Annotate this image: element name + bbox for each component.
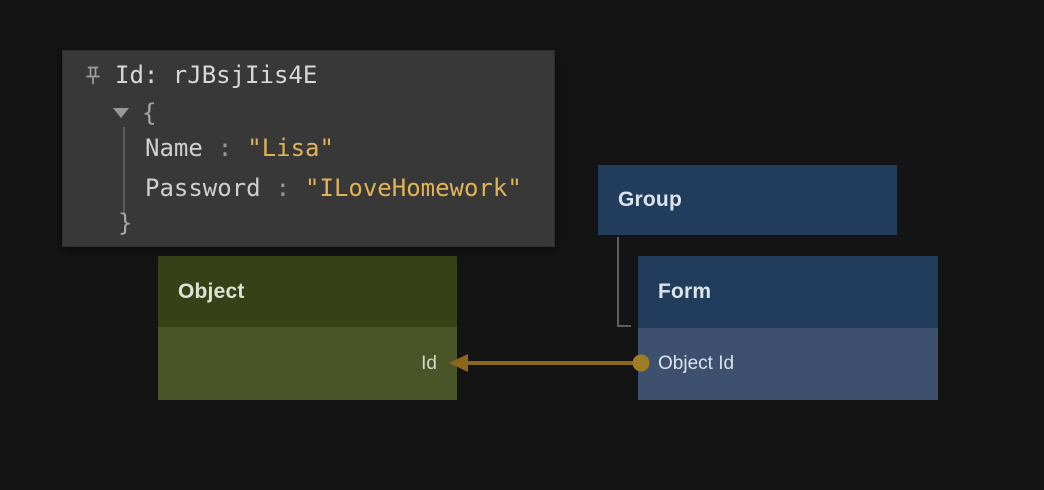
node-form[interactable]: Form Object Id: [638, 256, 938, 400]
field-label: Id: [421, 352, 437, 374]
tooltip-id-row: Id: rJBsjIis4E: [84, 60, 317, 90]
field-key: Password: [145, 174, 261, 202]
node-object-field-id[interactable]: Id: [158, 327, 457, 400]
field-label: Object Id: [658, 353, 735, 374]
tooltip-field-row: Password: "ILoveHomework": [145, 173, 522, 203]
tooltip-close-row: }: [118, 208, 132, 238]
pin-button[interactable]: [84, 65, 102, 85]
open-brace: {: [142, 99, 157, 127]
pushpin-icon: [86, 66, 100, 84]
node-object[interactable]: Object Id: [158, 256, 457, 400]
field-separator: :: [217, 134, 233, 162]
tooltip-open-row: {: [113, 98, 156, 128]
tooltip-field-row: Name: "Lisa": [145, 133, 334, 163]
node-object-header[interactable]: Object: [158, 256, 457, 327]
caret-down-icon[interactable]: [113, 108, 129, 118]
tree-indent-guide: [123, 127, 125, 213]
hierarchy-connector-line: [617, 237, 631, 327]
field-string-value: "Lisa": [247, 134, 334, 162]
node-group-header[interactable]: Group: [598, 165, 897, 235]
field-separator: :: [275, 174, 291, 202]
node-title: Group: [618, 188, 682, 211]
node-form-header[interactable]: Form: [638, 256, 938, 328]
close-brace: }: [118, 209, 133, 237]
node-title: Form: [658, 280, 712, 303]
field-string-value: "ILoveHomework": [305, 174, 522, 202]
node-title: Object: [178, 279, 245, 303]
node-group[interactable]: Group: [598, 165, 897, 235]
field-key: Name: [145, 134, 203, 162]
tooltip-id-text: Id: rJBsjIis4E: [115, 61, 318, 89]
node-form-field-object-id[interactable]: Object Id: [638, 328, 938, 400]
pinned-data-tooltip: Id: rJBsjIis4E { Name: "Lisa" Password: "I…: [62, 50, 555, 247]
